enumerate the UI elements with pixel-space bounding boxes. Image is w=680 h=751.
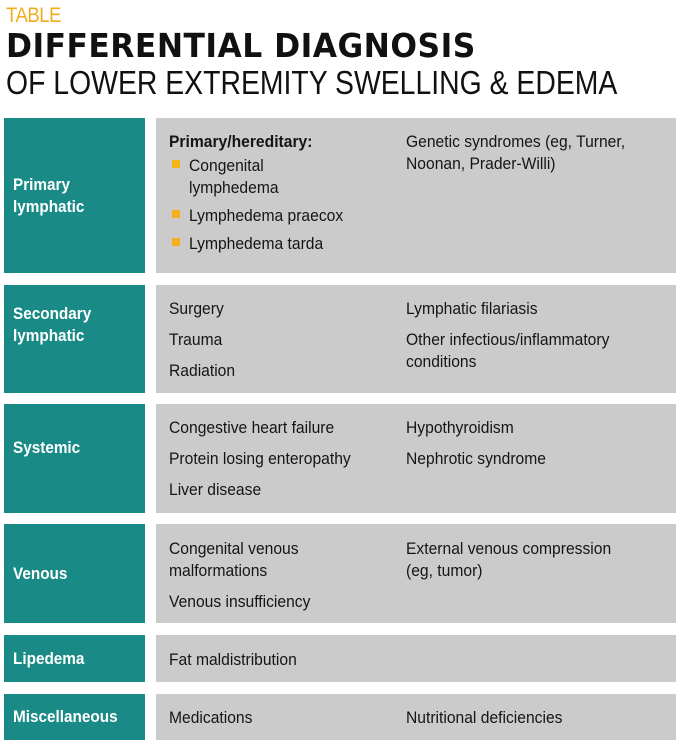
content-column-2: Hypothyroidism Nephrotic syndrome xyxy=(406,417,666,479)
row-label-text: Systemic xyxy=(13,438,81,457)
table-row-venous: Venous Congenital venous malformations V… xyxy=(4,524,676,623)
list-item: Lymphatic filariasis xyxy=(406,299,538,318)
subheading-primary-hereditary: Primary/hereditary: xyxy=(169,132,313,151)
list-item: Protein losing enteropathy xyxy=(169,449,351,468)
square-bullet-icon xyxy=(172,160,180,168)
list-item: Venous insufficiency xyxy=(169,592,311,611)
table-subtitle: OF LOWER EXTREMITY SWELLING & EDEMA xyxy=(6,64,618,101)
row-content: Congestive heart failure Protein losing … xyxy=(156,404,676,513)
list-item: Congestive heart failure xyxy=(169,418,335,437)
list-item: Surgery xyxy=(169,299,224,318)
content-column-1: Congestive heart failure Protein losing … xyxy=(169,417,394,510)
row-content: Surgery Trauma Radiation Lymphatic filar… xyxy=(156,285,676,393)
content-column-1: Primary/hereditary: Congenital lymphedem… xyxy=(169,131,394,261)
row-content: Primary/hereditary: Congenital lymphedem… xyxy=(156,118,676,273)
row-content: Medications Nutritional deficiencies xyxy=(156,694,676,740)
row-label: Venous xyxy=(4,524,145,623)
square-bullet-icon xyxy=(172,238,180,246)
row-label: Systemic xyxy=(4,404,145,513)
content-column-2: Genetic syndromes (eg, Turner, Noonan, P… xyxy=(406,131,666,184)
list-item: Congenital venous malformations xyxy=(169,539,299,580)
content-column-2: Lymphatic filariasis Other infectious/in… xyxy=(406,298,666,382)
content-column-1: Surgery Trauma Radiation xyxy=(169,298,394,391)
list-item: Genetic syndromes (eg, Turner, Noonan, P… xyxy=(406,132,626,173)
row-label-text: Lipedema xyxy=(13,648,85,668)
table-row-primary-lymphatic: Primary lymphatic Primary/hereditary: Co… xyxy=(4,118,676,273)
row-content: Congenital venous malformations Venous i… xyxy=(156,524,676,623)
table-row-lipedema: Lipedema Fat maldistribution xyxy=(4,635,676,682)
row-label: Miscellaneous xyxy=(4,694,145,740)
row-label-text: Primary lymphatic xyxy=(13,174,85,216)
content-column-1: Medications xyxy=(169,707,394,738)
content-column-2: External venous compression (eg, tumor) xyxy=(406,538,666,591)
list-item: Nephrotic syndrome xyxy=(406,449,546,468)
bullet-item: Lymphedema praecox xyxy=(169,205,394,227)
bullet-item: Congenital lymphedema xyxy=(169,155,394,199)
list-item: Other infectious/inflammatory conditions xyxy=(406,330,610,371)
table-row-miscellaneous: Miscellaneous Medications Nutritional de… xyxy=(4,694,676,740)
table-kicker: TABLE xyxy=(6,4,61,27)
row-content: Fat maldistribution xyxy=(156,635,676,682)
square-bullet-icon xyxy=(172,210,180,218)
row-label: Lipedema xyxy=(4,635,145,682)
list-item: Medications xyxy=(169,708,253,727)
list-item: Nutritional deficiencies xyxy=(406,708,563,727)
table-header: TABLE DIFFERENTIAL DIAGNOSIS OF LOWER EX… xyxy=(6,4,680,102)
row-label: Secondary lymphatic xyxy=(4,285,145,393)
list-item: Liver disease xyxy=(169,480,262,499)
bullet-text: Lymphedema tarda xyxy=(189,234,324,253)
bullet-text: Lymphedema praecox xyxy=(189,206,344,225)
content-column-2: Nutritional deficiencies xyxy=(406,707,666,738)
row-label-text: Secondary lymphatic xyxy=(13,304,92,345)
row-label-text: Venous xyxy=(13,563,68,583)
list-item: Hypothyroidism xyxy=(406,418,514,437)
table-row-systemic: Systemic Congestive heart failure Protei… xyxy=(4,404,676,513)
content-column-1: Fat maldistribution xyxy=(169,649,394,680)
row-label-text: Miscellaneous xyxy=(13,707,118,726)
table-title: DIFFERENTIAL DIAGNOSIS xyxy=(6,26,476,65)
list-item: Radiation xyxy=(169,361,236,380)
list-item: Fat maldistribution xyxy=(169,650,297,669)
list-item: External venous compression (eg, tumor) xyxy=(406,539,612,580)
table-row-secondary-lymphatic: Secondary lymphatic Surgery Trauma Radia… xyxy=(4,285,676,393)
list-item: Trauma xyxy=(169,330,223,349)
content-column-1: Congenital venous malformations Venous i… xyxy=(169,538,394,622)
bullet-item: Lymphedema tarda xyxy=(169,233,394,255)
bullet-text: Congenital lymphedema xyxy=(189,156,279,197)
row-label: Primary lymphatic xyxy=(4,118,145,273)
